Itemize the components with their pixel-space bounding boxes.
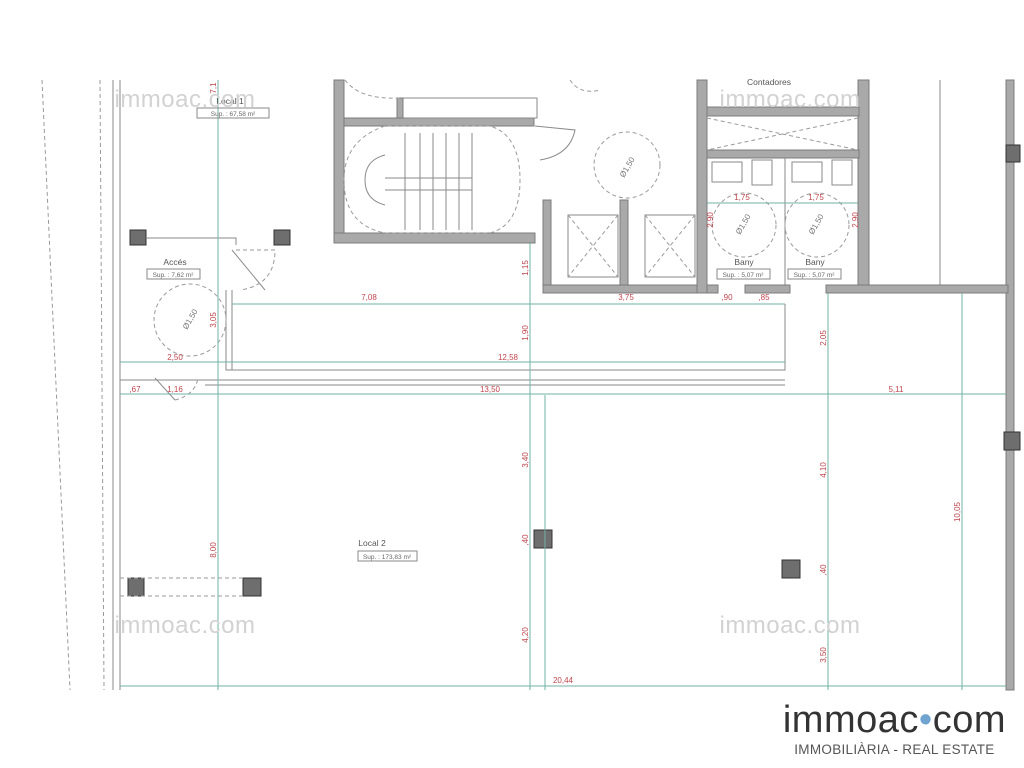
turning-circle-label: Ø1,50 xyxy=(618,155,637,179)
column xyxy=(273,229,291,246)
column xyxy=(127,577,145,597)
dimension-lines xyxy=(120,80,1006,690)
room-name-acces: Accés xyxy=(163,257,186,267)
elevators xyxy=(542,199,719,294)
room-area-local2: Sup. : 173,83 m² xyxy=(363,554,412,561)
column xyxy=(242,577,262,597)
dimension-label: 1,15 xyxy=(521,260,530,276)
dimension-label: 4,20 xyxy=(521,627,530,643)
dimension-label: 3,40 xyxy=(521,452,530,468)
dimension-label: 8,00 xyxy=(209,542,218,558)
column xyxy=(533,529,553,549)
dimension-label: ,40 xyxy=(521,534,530,546)
dimension-label: ,90 xyxy=(721,293,733,302)
dimension-label: 3,75 xyxy=(618,293,634,302)
turning-circle-label: Ø1,50 xyxy=(807,212,826,236)
dimension-label: 5,11 xyxy=(889,385,905,394)
dimension-label: 2,90 xyxy=(851,212,860,228)
watermark: immoac.com xyxy=(114,612,255,639)
right-wall xyxy=(1005,79,1015,691)
dimension-label: 7,1 xyxy=(209,82,218,94)
staircase xyxy=(333,79,601,244)
room-area-local1: Sup. : 67,58 m² xyxy=(211,111,256,118)
watermark: immoac.com xyxy=(114,86,255,113)
logo-wordmark: immoac•com xyxy=(782,699,1006,741)
dimension-label: 10,05 xyxy=(953,501,962,522)
dimension-label: 12,58 xyxy=(498,353,519,362)
brand-logo: immoac•com IMMOBILIÀRIA - REAL ESTATE xyxy=(783,700,1006,757)
logo-tagline: IMMOBILIÀRIA - REAL ESTATE xyxy=(794,742,995,757)
left-facade xyxy=(41,79,121,691)
turning-circles xyxy=(153,131,850,357)
dimension-label: 1,75 xyxy=(734,193,750,202)
column xyxy=(129,229,147,246)
dimension-label: 1,90 xyxy=(521,325,530,341)
dimension-label: 3,50 xyxy=(819,647,828,663)
room-area-acces: Sup. : 7,62 m² xyxy=(153,272,195,279)
turning-circle-label: Ø1,50 xyxy=(181,307,200,331)
room-name-local1: Local 1 xyxy=(216,96,244,106)
room-area-bany1: Sup. : 5,07 m² xyxy=(723,272,765,279)
column xyxy=(1005,144,1021,163)
column xyxy=(1003,431,1021,451)
dimension-label: 1,16 xyxy=(167,385,183,394)
watermark: immoac.com xyxy=(719,86,860,113)
room-name-contadores: Contadores xyxy=(747,77,791,87)
bathrooms xyxy=(696,79,1009,294)
room-name-bany1: Bany xyxy=(734,257,754,267)
turning-circle-label: Ø1,50 xyxy=(734,212,753,236)
dimension-label: ,67 xyxy=(129,385,141,394)
dimension-label: 13,50 xyxy=(480,385,501,394)
dimension-label: 2,50 xyxy=(167,353,183,362)
dimension-label: ,40 xyxy=(819,564,828,576)
dimension-label: 20,44 xyxy=(553,676,574,685)
partitions xyxy=(120,237,786,597)
dimension-label: 1,75 xyxy=(808,193,824,202)
dimension-label: 2,05 xyxy=(819,330,828,346)
room-name-local2: Local 2 xyxy=(358,538,386,548)
dimension-label: ,85 xyxy=(758,293,770,302)
dimension-label: 7,08 xyxy=(361,293,377,302)
room-area-bany2: Sup. : 5,07 m² xyxy=(794,272,836,279)
watermark: immoac.com xyxy=(719,612,860,639)
dimension-label: 2,90 xyxy=(706,212,715,228)
room-name-bany2: Bany xyxy=(805,257,825,267)
dimension-label: 3,05 xyxy=(209,312,218,328)
column xyxy=(781,559,801,579)
dimension-label: 4,10 xyxy=(819,462,828,478)
